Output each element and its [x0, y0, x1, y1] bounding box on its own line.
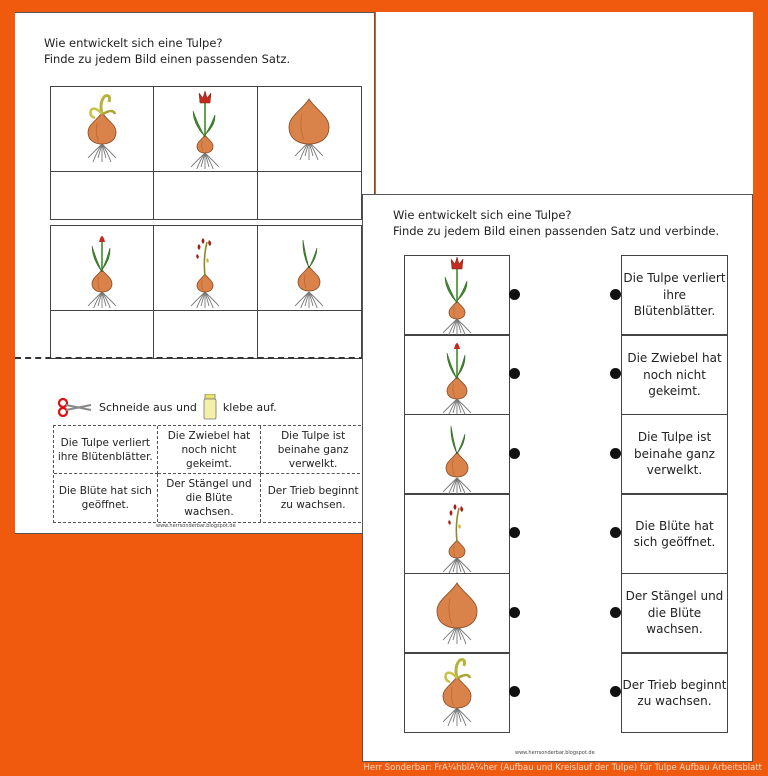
- large-bulb-icon: [288, 98, 330, 161]
- worksheet-instruction: Finde zu jedem Bild einen passenden Satz…: [44, 52, 291, 66]
- cut-instruction: Schneide aus und klebe auf.: [57, 394, 277, 420]
- connect-dot-right[interactable]: [610, 607, 621, 618]
- worksheet-cut-paste: Wie entwickelt sich eine Tulpe? Finde zu…: [15, 12, 375, 534]
- worksheet-match: Wie entwickelt sich eine Tulpe? Finde zu…: [362, 194, 753, 762]
- sentence-box: Der Stängel und die Blüte wachsen.: [621, 573, 728, 653]
- connect-dot-right[interactable]: [610, 448, 621, 459]
- paste-cell: [258, 172, 361, 219]
- glue-stick-icon: [203, 394, 217, 420]
- cut-text: Schneide aus und: [99, 400, 197, 414]
- picture-grid-top: [50, 86, 362, 220]
- footer-url: www.herrsonderbar.blogspot.de: [156, 523, 236, 529]
- picture-cell: [154, 87, 258, 172]
- connect-dot-right[interactable]: [610, 289, 621, 300]
- picture-box: [404, 494, 510, 574]
- connect-dot-left[interactable]: [509, 686, 520, 697]
- paste-cell: [154, 172, 258, 219]
- sentence-strips: Die Tulpe verliert ihre Blütenblätter. D…: [53, 425, 366, 523]
- sentence-strip: Die Blüte hat sich geöffnet.: [54, 474, 158, 522]
- cut-line: [15, 357, 375, 359]
- bud-tulip-icon: [87, 236, 117, 308]
- bulb-sprouting-icon: [442, 658, 472, 727]
- bulb-sprouting-icon: [87, 94, 117, 163]
- wilting-tulip-icon: [191, 238, 220, 308]
- bloom-tulip-icon: [442, 256, 472, 335]
- image-caption: Herr Sonderbar: FrÃ¼hblÃ¼her (Aufbau und…: [363, 763, 762, 773]
- paste-cell: [51, 172, 155, 219]
- picture-box: [404, 335, 510, 415]
- picture-box: [404, 653, 510, 733]
- connect-dot-right[interactable]: [610, 686, 621, 697]
- sentence-box: Die Zwiebel hat noch nicht gekeimt.: [621, 335, 728, 415]
- bud-tulip-icon: [442, 343, 472, 415]
- scissors-icon: [57, 397, 92, 417]
- sentence-strip: Der Trieb beginnt zu wachsen.: [267, 485, 359, 511]
- picture-box: [404, 414, 510, 494]
- connect-dot-left[interactable]: [509, 527, 520, 538]
- sentence-strip: Die Tulpe verliert ihre Blütenblätter.: [54, 426, 158, 474]
- paste-cell: [51, 311, 155, 358]
- connect-dot-left[interactable]: [509, 448, 520, 459]
- footer-url: www.herrsonderbar.blogspot.de: [515, 750, 595, 756]
- worksheet-instruction: Finde zu jedem Bild einen passenden Satz…: [393, 224, 720, 238]
- paste-cell: [258, 311, 361, 358]
- picture-cell: [257, 226, 361, 311]
- young-shoot-icon: [442, 425, 472, 494]
- connect-dot-right[interactable]: [610, 368, 621, 379]
- sentence-box: Die Tulpe ist beinahe ganz verwelkt.: [621, 414, 728, 494]
- connect-dot-left[interactable]: [509, 289, 520, 300]
- picture-grid-bottom: [50, 225, 362, 359]
- sentence-strip: Die Tulpe ist beinahe ganz verwelkt.: [261, 426, 365, 474]
- worksheet-title: Wie entwickelt sich eine Tulpe?: [393, 208, 572, 222]
- large-bulb-icon: [436, 582, 478, 645]
- bloom-tulip-icon: [191, 90, 220, 169]
- picture-box: [404, 255, 510, 335]
- background-sheet: [376, 12, 753, 194]
- sentence-box: Der Trieb beginnt zu wachsen.: [621, 653, 728, 733]
- picture-cell: [51, 226, 155, 311]
- sentence-strip: Der Stängel und die Blüte wachsen.: [158, 474, 262, 522]
- worksheet-heading: Wie entwickelt sich eine Tulpe? Finde zu…: [44, 35, 290, 67]
- sentence-box: Die Tulpe verliert ihre Blütenblätter.: [621, 255, 728, 335]
- picture-box: [404, 573, 510, 653]
- sentence-box: Die Blüte hat sich geöffnet.: [621, 494, 728, 574]
- picture-cell: [154, 226, 258, 311]
- connect-dot-left[interactable]: [509, 368, 520, 379]
- sentence-strip: Die Zwiebel hat noch nicht gekeimt.: [157, 426, 262, 474]
- picture-cell: [51, 87, 155, 172]
- connect-dot-right[interactable]: [610, 527, 621, 538]
- paste-text: klebe auf.: [222, 400, 277, 414]
- picture-cell: [257, 87, 361, 172]
- worksheet-title: Wie entwickelt sich eine Tulpe?: [44, 36, 223, 50]
- paste-cell: [154, 311, 258, 358]
- wilting-tulip-icon: [442, 504, 472, 574]
- young-shoot-icon: [294, 239, 324, 308]
- connect-dot-left[interactable]: [509, 607, 520, 618]
- worksheet-heading: Wie entwickelt sich eine Tulpe? Finde zu…: [393, 207, 719, 239]
